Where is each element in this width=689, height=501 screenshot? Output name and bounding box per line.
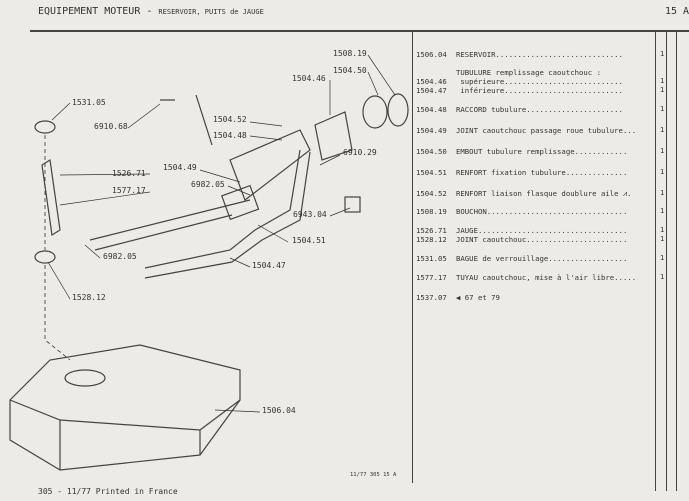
part-qty: 1: [660, 235, 665, 243]
callout-label: 1504.49: [163, 163, 197, 172]
part-ref: 1504.50: [416, 147, 447, 156]
part-row: 1537.07 ◀ 67 et 79: [416, 293, 666, 302]
part-row: 1526.71 JAUGE............................…: [416, 226, 666, 235]
rubber-bellows: [314, 111, 353, 161]
part-row: TUBULURE remplissage caoutchouc :: [456, 68, 689, 77]
part-desc: BOUCHON................................: [456, 207, 628, 216]
section-title: EQUIPEMENT MOTEUR: [38, 6, 141, 17]
vent-hose: [89, 199, 251, 251]
part-desc: TUYAU caoutchouc, mise à l'air libre....…: [456, 273, 637, 282]
callout-label: 1504.46: [292, 74, 326, 83]
part-ref: 1528.12: [416, 235, 447, 244]
exploded-diagram: [9, 54, 409, 471]
part-ref: 1577.17: [416, 273, 447, 282]
part-desc: RENFORT liaison flasque doublure aile ⩘.: [456, 189, 632, 198]
part-desc: RENFORT fixation tubulure..............: [456, 168, 628, 177]
part-qty: 1: [660, 105, 665, 113]
callout-label: 1504.51: [292, 236, 326, 245]
part-row: 1506.04 RESERVOIR........................…: [416, 50, 666, 59]
part-ref: 1504.46: [416, 77, 447, 86]
callout-label: 1528.12: [72, 293, 106, 302]
part-ref: 1506.04: [416, 50, 447, 59]
part-group-title: TUBULURE remplissage caoutchouc :: [456, 68, 601, 77]
part-qty: 1: [660, 168, 665, 176]
separator: -: [140, 6, 159, 17]
part-qty: 1: [660, 207, 665, 215]
callout-label: 6910.29: [343, 148, 377, 157]
part-qty: 1: [660, 86, 665, 94]
part-ref: 1531.05: [416, 254, 447, 263]
part-ref: 1504.49: [416, 126, 447, 135]
part-qty: 1: [660, 126, 665, 134]
part-row: 1577.17 TUYAU caoutchouc, mise à l'air li…: [416, 273, 666, 282]
part-ref: 1526.71: [416, 226, 447, 235]
header-rule: [30, 30, 689, 32]
part-row: 1508.19 BOUCHON..........................…: [416, 207, 666, 216]
part-row: 1504.50 EMBOUT tubulure remplissage......…: [416, 147, 666, 156]
page-header-title: EQUIPEMENT MOTEUR - RESERVOIR, PUITS de …: [38, 6, 264, 17]
diagram-code: 11/77 305 15 A: [350, 472, 397, 478]
part-ref: 1504.51: [416, 168, 447, 177]
callout-label: 6982.05: [103, 252, 137, 261]
page-reference: 15 A: [665, 6, 689, 17]
part-desc: JAUGE..................................: [456, 226, 628, 235]
part-desc: RACCORD tubulure......................: [456, 105, 623, 114]
callout-label: 1504.47: [252, 261, 286, 270]
fuel-tank-shape: [9, 344, 241, 471]
part-desc: JOINT caoutchouc.......................: [456, 235, 628, 244]
part-desc: JOINT caoutchouc passage roue tubulure..…: [456, 126, 637, 135]
column-divider: [412, 31, 413, 483]
part-row: 1504.46 supérieure......................…: [416, 77, 666, 86]
part-row: 1504.48 RACCORD tubulure.................…: [416, 105, 666, 114]
part-ref: 1504.48: [416, 105, 447, 114]
part-row: 1504.51 RENFORT fixation tubulure........…: [416, 168, 666, 177]
part-desc: ◀ 67 et 79: [456, 293, 500, 302]
part-qty: 1: [660, 226, 665, 234]
page-footer: 305 - 11/77 Printed in France: [38, 487, 178, 496]
part-ref: 1504.47: [416, 86, 447, 95]
filler-tube: [144, 149, 311, 279]
callout-label: 1526.71: [112, 169, 146, 178]
part-desc: supérieure...........................: [456, 77, 623, 86]
part-qty: 1: [660, 273, 665, 281]
part-row: 1504.52 RENFORT liaison flasque doublure …: [416, 189, 666, 199]
callout-label: 1508.19: [333, 49, 367, 58]
callout-label: 1506.04: [262, 406, 296, 415]
part-ref: 1504.52: [416, 189, 447, 198]
part-qty: 1: [660, 254, 665, 262]
callout-label: 1504.50: [333, 66, 367, 75]
part-qty: 1: [660, 189, 665, 197]
part-desc: inférieure...........................: [456, 86, 623, 95]
callout-label: 1504.48: [213, 131, 247, 140]
callout-label: 1577.17: [112, 186, 146, 195]
part-row: 1528.12 JOINT caoutchouc.................…: [416, 235, 666, 244]
part-desc: RESERVOIR.............................: [456, 50, 623, 59]
part-row: 1504.49 JOINT caoutchouc passage roue tub…: [416, 126, 666, 135]
part-ref: 1508.19: [416, 207, 447, 216]
part-qty: 1: [660, 50, 665, 58]
callout-label: 6910.68: [94, 122, 128, 131]
qty-column-divider: [666, 31, 667, 491]
callout-label: 1504.52: [213, 115, 247, 124]
qty-column-divider: [655, 31, 656, 491]
qty-column-divider: [676, 31, 677, 491]
part-qty: 1: [660, 77, 665, 85]
callout-label: 6982.05: [191, 180, 225, 189]
callout-label: 1531.05: [72, 98, 106, 107]
part-desc: EMBOUT tubulure remplissage............: [456, 147, 628, 156]
callout-label: 6943.04: [293, 210, 327, 219]
part-row: 1504.47 inférieure......................…: [416, 86, 666, 95]
part-desc: BAGUE de verrouillage..................: [456, 254, 628, 263]
part-row: 1531.05 BAGUE de verrouillage............…: [416, 254, 666, 263]
part-ref: 1537.07: [416, 293, 447, 302]
part-qty: 1: [660, 147, 665, 155]
section-subtitle: RESERVOIR, PUITS de JAUGE: [158, 8, 264, 16]
